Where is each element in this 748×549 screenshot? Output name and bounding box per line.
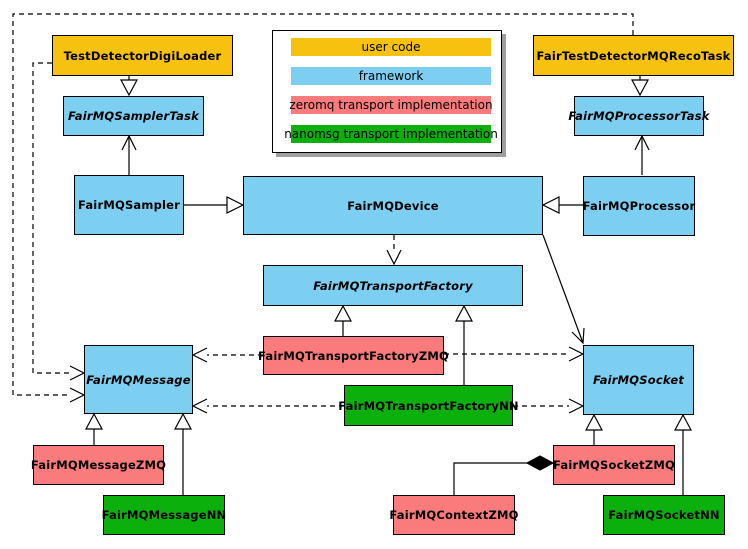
edge-inherit-sampler-device <box>184 196 245 214</box>
edge-composition-socketzmq-contextzmq <box>453 455 555 495</box>
class-box-fairmqmessagenn: FairMQMessageNN <box>102 495 226 535</box>
edge-assoc-processor-processortask <box>634 134 650 175</box>
edge-inherit-socketnn-socket <box>674 413 692 495</box>
class-box-fairmqtransportfactory: FairMQTransportFactory <box>263 265 523 306</box>
edge-inherit-tfnn-transportfactory <box>455 304 473 385</box>
class-box-fairmqsamplertask: FairMQSamplerTask <box>63 96 204 136</box>
class-box-fairmqcontextzmq: FairMQContextZMQ <box>389 495 518 535</box>
class-box-testdetectordigiloader: TestDetectorDigiLoader <box>52 35 233 76</box>
legend-box: user code framework zeromq transport imp… <box>272 30 502 153</box>
edge-inherit-socketzmq-socket <box>585 413 603 445</box>
class-box-fairmqsocket: FairMQSocket <box>583 345 694 415</box>
class-box-fairmqtransportfactoryzmq: FairMQTransportFactoryZMQ <box>258 336 449 375</box>
legend-item-framework: framework <box>291 67 491 85</box>
edge-inherit-messagezmq-message <box>85 412 103 445</box>
legend-item-user-code: user code <box>291 38 491 56</box>
class-box-fairmqmessage: FairMQMessage <box>84 345 193 414</box>
legend-item-nanomsg: nanomsg transport implementation <box>284 125 498 143</box>
edge-inherit-digiloader-samplertask <box>120 76 138 97</box>
edge-dep-tfnn-socket <box>513 398 585 414</box>
edge-dep-tfnn-message <box>191 398 344 414</box>
class-box-fairmqprocessortask: FairMQProcessorTask <box>568 96 709 136</box>
class-box-fairmqtransportfactorynn: FairMQTransportFactoryNN <box>338 385 519 426</box>
composition-diamond-icon <box>525 455 555 471</box>
class-box-fairmqmessagezmq: FairMQMessageZMQ <box>31 445 166 485</box>
class-box-fairmqdevice: FairMQDevice <box>243 176 543 235</box>
edge-inherit-processor-device <box>541 196 583 214</box>
edge-inherit-tfzmq-transportfactory <box>334 304 352 336</box>
class-box-fairtestdetectormqrecotask: FairTestDetectorMQRecoTask <box>533 35 734 76</box>
edge-dep-recotask-message-arrowhead <box>69 387 86 403</box>
edge-dep-tfzmq-socket <box>444 346 585 362</box>
edge-dep-tfzmq-message <box>191 347 263 363</box>
edge-dep-digiloader-message-arrowhead <box>69 365 86 381</box>
class-box-fairmqprocessor: FairMQProcessor <box>583 176 695 236</box>
edge-dep-device-transportfactory <box>386 235 402 266</box>
class-box-fairmqsampler: FairMQSampler <box>74 175 184 235</box>
edge-assoc-device-socket <box>542 234 585 345</box>
class-box-fairmqsocketzmq: FairMQSocketZMQ <box>553 445 675 485</box>
edge-assoc-sampler-samplertask <box>121 134 137 175</box>
edge-inherit-recotask-processortask <box>631 76 649 97</box>
legend-item-zeromq: zeromq transport implementation <box>289 96 493 114</box>
edge-inherit-messagenn-message <box>174 412 192 495</box>
class-box-fairmqsocketnn: FairMQSocketNN <box>603 495 725 535</box>
